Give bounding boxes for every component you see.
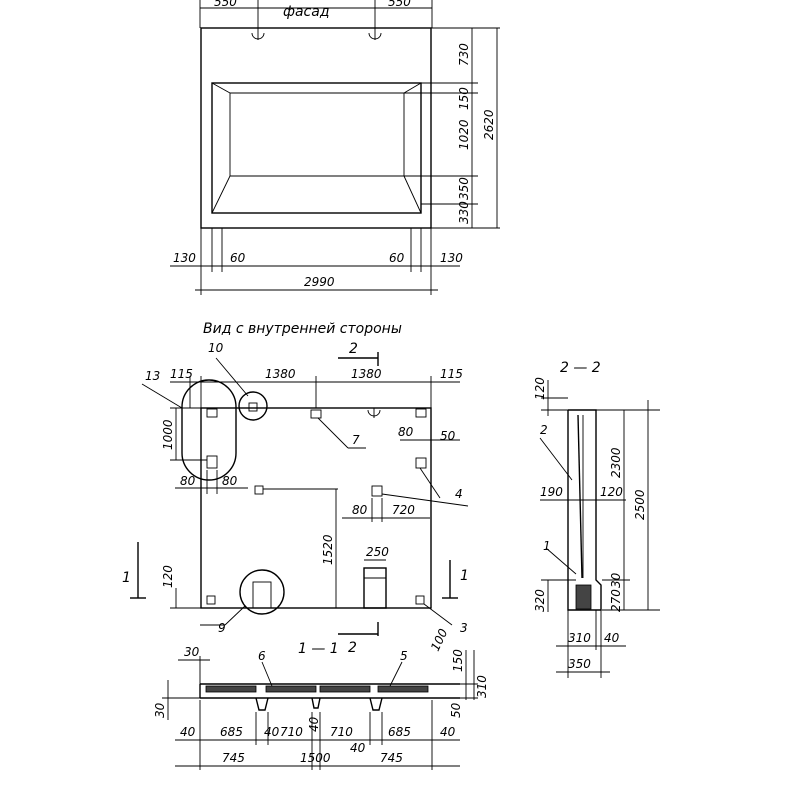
section-1-1-mark-2: 2 (348, 640, 357, 656)
facade-title: фасад (283, 4, 330, 20)
sec22-dim-40: 40 (604, 631, 620, 645)
sec11-dim-b685b: 685 (388, 725, 411, 739)
inner-section-left: 1 (122, 570, 131, 586)
callout-13: 13 (145, 369, 160, 383)
sec22-dim-2300: 2300 (609, 447, 623, 478)
callout-9: 9 (218, 621, 226, 635)
sec11-dim-b710b: 710 (330, 725, 353, 739)
sec11-callout-5: 5 (400, 649, 408, 663)
callout-7: 7 (352, 433, 360, 447)
sec11-dim-100: 100 (428, 626, 451, 653)
inner-dim-left-80b: 80 (222, 474, 238, 488)
sec22-dim-2500: 2500 (633, 489, 647, 520)
sec11-dim-50: 50 (449, 702, 463, 718)
section-1-1: 1 — 1 2 6 5 30 100 150 310 50 (153, 626, 489, 770)
facade-dim-bottom-left-a: 130 (173, 251, 196, 265)
sec22-dim-30: 30 (609, 572, 623, 588)
sec11-dim-b40c: 40 (307, 716, 321, 732)
facade-dim-right-5: 330 (457, 201, 471, 224)
facade-dim-bottom-right-b: 130 (440, 251, 463, 265)
sec22-callout-2: 2 (540, 423, 548, 437)
sec11-dim-b40b: 40 (264, 725, 280, 739)
inner-dim-top-115-right: 115 (440, 367, 463, 381)
sec11-dim-b710a: 710 (280, 725, 303, 739)
inner-section-right: 1 (460, 568, 469, 584)
inner-dim-right-80: 80 (398, 425, 414, 439)
sec22-dim-190: 190 (540, 485, 563, 499)
callout-3: 3 (460, 621, 468, 635)
sec11-dim-b40e: 40 (350, 741, 366, 755)
sec22-dim-120: 120 (600, 485, 623, 499)
sec11-dim-b745b: 745 (380, 751, 403, 765)
inner-dim-80-mid: 80 (352, 503, 368, 517)
facade-dim-top-right: 550 (388, 0, 411, 9)
sec11-dim-b745a: 745 (222, 751, 245, 765)
inner-dim-left-120: 120 (161, 565, 175, 588)
facade-dim-right-4: 350 (457, 177, 471, 200)
sec11-dim-b40d: 40 (440, 725, 456, 739)
sec11-dim-b685a: 685 (220, 725, 243, 739)
inner-section-mark-top: 2 (349, 341, 358, 357)
sec22-dim-top-120: 120 (533, 377, 547, 400)
sec11-dim-30-left: 30 (153, 702, 167, 718)
inner-view-title: Вид с внутренней стороны (203, 321, 402, 337)
facade-view: фасад 550 550 730 150 1020 350 330 (170, 0, 500, 295)
inner-dim-left-1000: 1000 (161, 419, 175, 450)
inner-dim-720: 720 (392, 503, 415, 517)
inner-view: Вид с внутренней стороны 2 115 1380 1380… (122, 321, 469, 636)
inner-dim-left-80a: 80 (180, 474, 196, 488)
sec22-dim-270: 270 (609, 589, 623, 612)
callout-4: 4 (455, 487, 463, 501)
sec11-dim-b1500: 1500 (300, 751, 331, 765)
inner-dim-250: 250 (366, 545, 389, 559)
inner-dim-1520: 1520 (321, 534, 335, 565)
inner-dim-top-1380-left: 1380 (265, 367, 296, 381)
facade-dim-right-3: 1020 (457, 119, 471, 150)
sec22-dim-320: 320 (533, 589, 547, 612)
section-2-2-title: 2 — 2 (560, 360, 601, 376)
facade-dim-bottom-right-a: 60 (389, 251, 405, 265)
sec22-callout-1: 1 (543, 539, 551, 553)
sec11-dim-310: 310 (475, 675, 489, 698)
facade-dim-right-total: 2620 (482, 109, 496, 140)
facade-dim-bottom-total: 2990 (304, 275, 335, 289)
facade-dim-top-left: 550 (214, 0, 237, 9)
inner-dim-top-115-left: 115 (170, 367, 193, 381)
facade-dim-right-1: 730 (457, 43, 471, 66)
sec11-dim-150: 150 (451, 649, 465, 672)
sec22-dim-350: 350 (568, 657, 591, 671)
sec11-dim-30-top: 30 (184, 645, 200, 659)
inner-dim-top-1380-right: 1380 (351, 367, 382, 381)
inner-dim-right-50: 50 (440, 429, 456, 443)
callout-10: 10 (208, 341, 224, 355)
section-2-2: 2 — 2 120 2300 2500 30 270 190 120 320 (533, 360, 660, 678)
facade-dim-bottom-left-b: 60 (230, 251, 246, 265)
sec11-callout-6: 6 (258, 649, 266, 663)
sec11-dim-b40a: 40 (180, 725, 196, 739)
section-1-1-title: 1 — 1 (298, 641, 339, 657)
sec22-dim-310: 310 (568, 631, 591, 645)
facade-dim-right-2: 150 (457, 87, 471, 110)
